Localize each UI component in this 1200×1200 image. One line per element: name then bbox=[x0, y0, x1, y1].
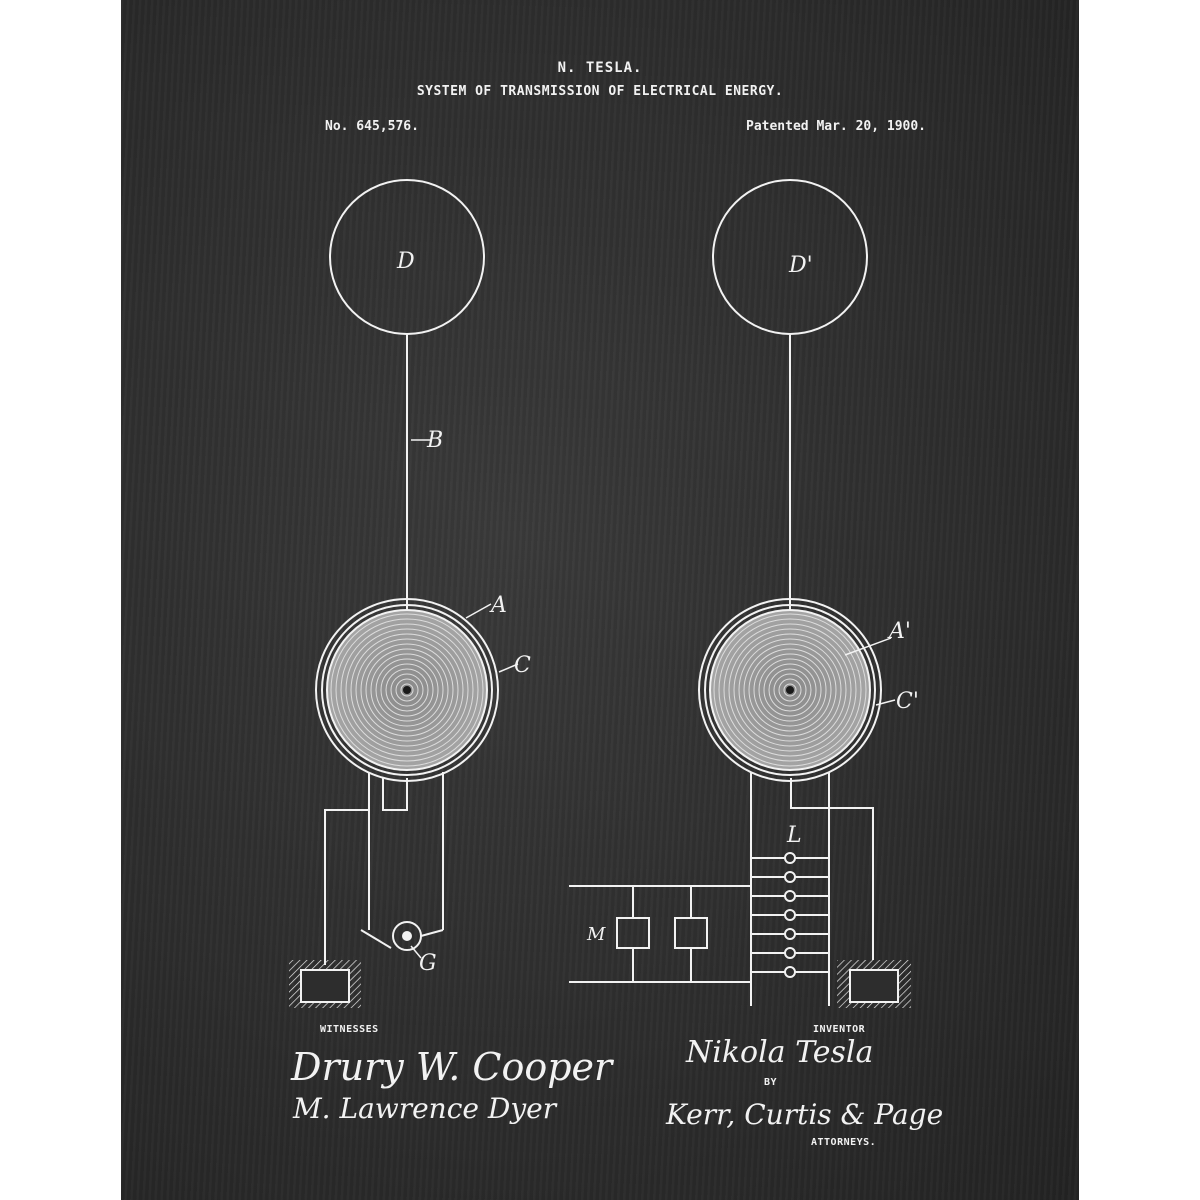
label-d-prime: D' bbox=[788, 253, 813, 278]
lamp-bank-l bbox=[751, 852, 829, 978]
coil-turn bbox=[743, 643, 837, 737]
coil-turn bbox=[365, 648, 449, 732]
label-c-prime: C' bbox=[896, 689, 919, 714]
coil-turn bbox=[340, 623, 474, 757]
lamp bbox=[784, 909, 796, 921]
coil-turn bbox=[390, 673, 424, 707]
witness-signature-1: Drury W. Cooper bbox=[290, 1045, 615, 1089]
coil-turn bbox=[375, 658, 439, 722]
label-d: D bbox=[396, 249, 415, 274]
patent-number: No. 645,576. bbox=[325, 119, 419, 134]
inventor-heading: N. TESLA. bbox=[557, 60, 643, 76]
coil-a bbox=[315, 598, 499, 782]
lamp bbox=[784, 871, 796, 883]
label-a-prime: A' bbox=[887, 619, 911, 644]
left-transmitter bbox=[289, 179, 519, 1008]
ground-plate-right bbox=[837, 960, 911, 1008]
coil-a-prime bbox=[698, 598, 882, 782]
witness-signature-2: M. Lawrence Dyer bbox=[292, 1092, 558, 1125]
witnesses-caption: WITNESSES bbox=[320, 1024, 379, 1035]
label-c: C bbox=[514, 653, 531, 678]
label-a: A bbox=[489, 593, 507, 618]
coil-turn bbox=[385, 668, 429, 712]
coil-turn bbox=[395, 678, 419, 702]
coil-turn bbox=[370, 653, 444, 727]
ground-plate-left bbox=[289, 960, 361, 1008]
label-b: B bbox=[426, 428, 443, 453]
coil-turn bbox=[718, 618, 862, 762]
coil-turn bbox=[713, 613, 867, 767]
motor-m bbox=[616, 886, 708, 982]
coil-turn bbox=[733, 633, 847, 747]
coil-turn bbox=[330, 613, 484, 767]
coil-turn bbox=[360, 643, 454, 737]
by-caption: BY bbox=[764, 1077, 777, 1088]
label-g: G bbox=[419, 951, 437, 976]
patent-drawing: D D' B A C A' C' L M G WITNESSES INVENTO… bbox=[289, 179, 943, 1148]
coil-turn bbox=[763, 663, 817, 717]
coil-turn bbox=[753, 653, 827, 727]
patent-title: SYSTEM OF TRANSMISSION OF ELECTRICAL ENE… bbox=[416, 84, 784, 99]
right-receiver bbox=[569, 179, 911, 1008]
coil-turn bbox=[723, 623, 857, 757]
coil-turn bbox=[355, 638, 459, 742]
lamp bbox=[784, 852, 796, 864]
coil-turn bbox=[380, 663, 434, 717]
attorneys-signature: Kerr, Curtis & Page bbox=[665, 1098, 943, 1131]
inventor-signature: Nikola Tesla bbox=[685, 1035, 873, 1070]
coil-turn bbox=[400, 683, 414, 697]
label-l: L bbox=[786, 823, 802, 848]
coil-turn bbox=[728, 628, 852, 752]
patent-poster: N. TESLA. SYSTEM OF TRANSMISSION OF ELEC… bbox=[121, 0, 1079, 1200]
lamp bbox=[784, 890, 796, 902]
coil-turn bbox=[345, 628, 469, 752]
lamp bbox=[784, 966, 796, 978]
coil-turn bbox=[335, 618, 479, 762]
coil-center bbox=[403, 686, 411, 694]
coil-turn bbox=[778, 678, 802, 702]
coil-turn bbox=[748, 648, 832, 732]
coil-turn bbox=[758, 658, 822, 722]
attorneys-caption: ATTORNEYS. bbox=[811, 1137, 876, 1148]
inventor-caption: INVENTOR bbox=[813, 1024, 866, 1035]
coil-turn bbox=[738, 638, 842, 742]
coil-turn bbox=[773, 673, 807, 707]
coil-center bbox=[786, 686, 794, 694]
patent-date: Patented Mar. 20, 1900. bbox=[746, 119, 927, 134]
lamp bbox=[784, 928, 796, 940]
coil-turn bbox=[768, 668, 812, 712]
lamp bbox=[784, 947, 796, 959]
coil-turn bbox=[350, 633, 464, 747]
label-m: M bbox=[586, 924, 606, 945]
coil-turn bbox=[783, 683, 797, 697]
